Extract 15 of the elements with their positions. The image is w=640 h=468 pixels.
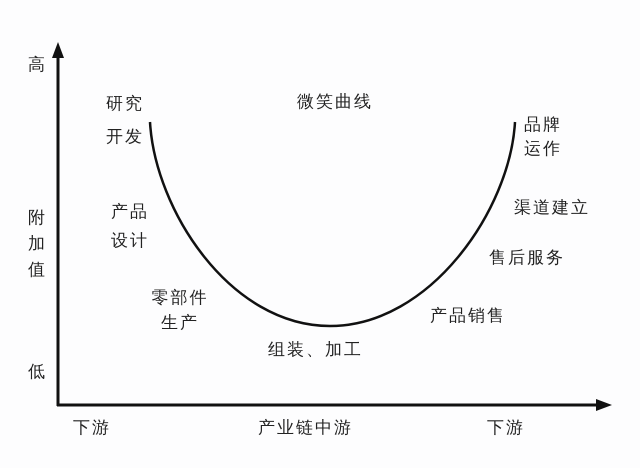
stage-label: 渠道建立 (514, 198, 590, 218)
stage-label: 售后服务 (489, 248, 565, 268)
stage-label: 研究开发 (106, 93, 145, 149)
axis-title: 产业链中游 (258, 418, 353, 438)
stage-label: 品牌运作 (524, 114, 563, 161)
axis-title: 附加值 (28, 207, 48, 282)
axis-label: 低 (28, 362, 47, 382)
chart-title: 微笑曲线 (297, 92, 373, 112)
stage-label: 产品销售 (430, 306, 506, 326)
stage-label: 零部件生产 (150, 287, 210, 335)
axis-label: 下游 (73, 418, 111, 438)
axis-label: 下游 (487, 418, 525, 438)
axis-label: 高 (28, 55, 47, 75)
stage-label: 组装、加工 (268, 340, 363, 360)
stage-label: 产品设计 (111, 201, 150, 253)
